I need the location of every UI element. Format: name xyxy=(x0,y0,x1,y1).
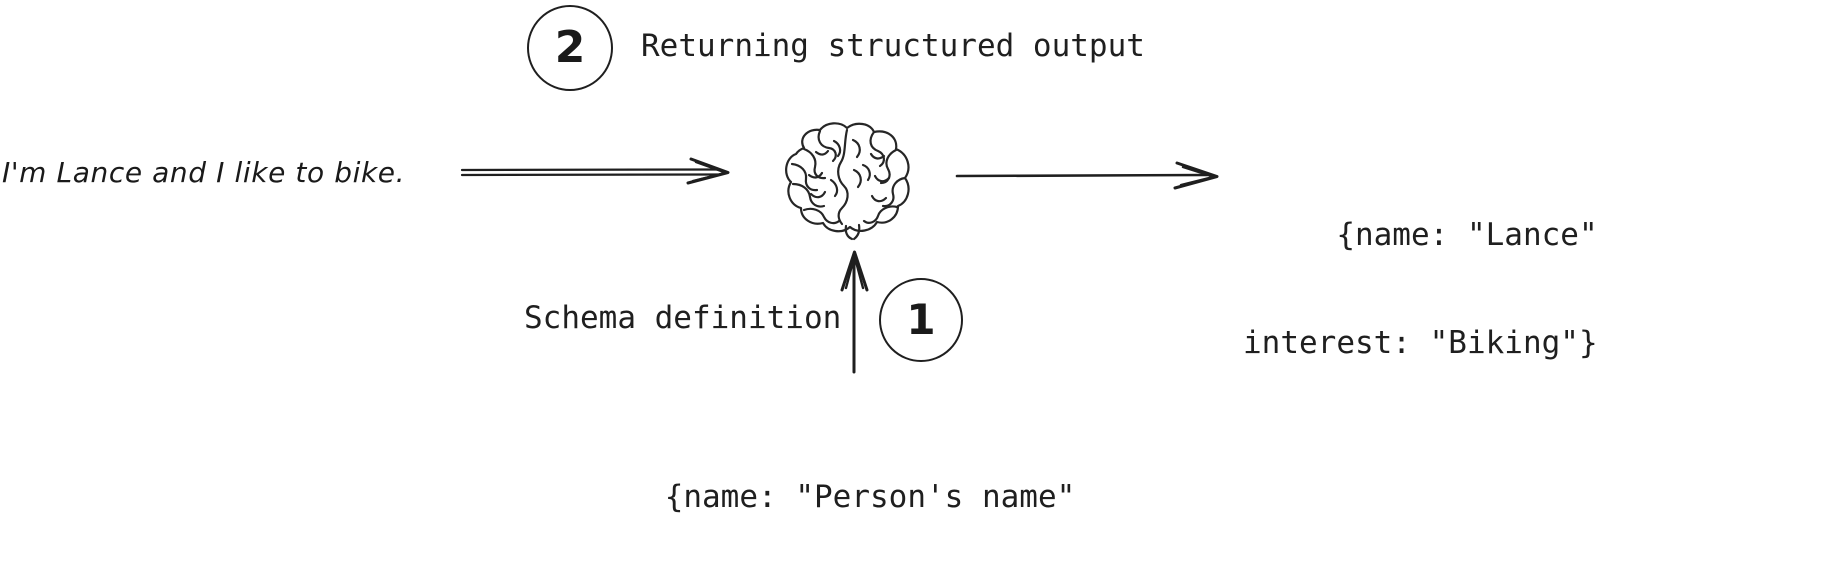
output-json-line-2: interest: "Biking"} xyxy=(1243,325,1598,361)
schema-definition-label: Schema definition xyxy=(524,300,842,336)
schema-json: {name: "Person's name" interest: "Person… xyxy=(600,407,1140,566)
step-2-number: 2 xyxy=(554,22,586,73)
arrow-model-to-output xyxy=(955,161,1219,190)
step-1-number: 1 xyxy=(906,295,936,344)
step-1-badge: 1 xyxy=(879,278,963,362)
input-sentence: I'm Lance and I like to bike. xyxy=(2,156,406,189)
output-json: {name: "Lance" interest: "Biking"} xyxy=(1243,145,1598,433)
schema-json-line-1: {name: "Person's name" xyxy=(664,479,1076,515)
output-json-line-1: {name: "Lance" xyxy=(1336,217,1598,253)
brain-icon xyxy=(785,122,910,241)
step-2-label: Returning structured output xyxy=(641,28,1145,64)
arrow-schema-to-model xyxy=(840,250,869,374)
arrow-input-to-model xyxy=(460,157,730,185)
step-2-badge: 2 xyxy=(527,5,613,91)
